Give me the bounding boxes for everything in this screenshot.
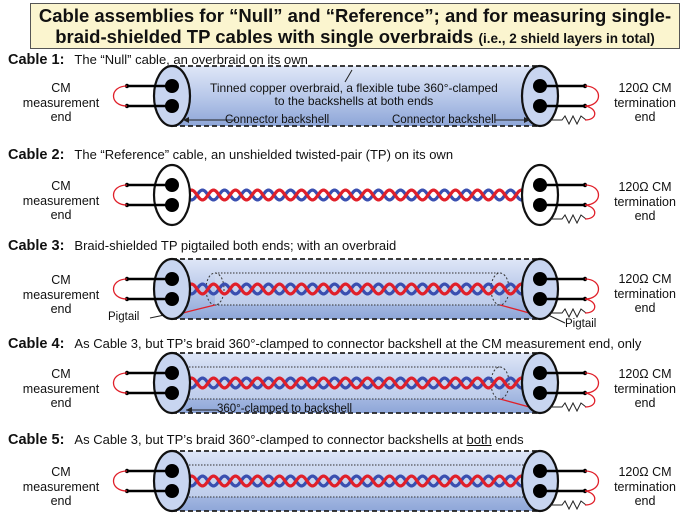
cable-1-left-connector-backshell xyxy=(152,64,192,128)
title-line-2-main: braid-shielded TP cables with single ove… xyxy=(55,26,474,47)
cable-1-resistor-wire xyxy=(584,105,596,121)
cable-5-description: As Cable 3, but TP’s braid 360°-clamped … xyxy=(74,432,467,447)
cable-3-right-connector-backshell xyxy=(520,257,560,321)
cable-2-left-end: CM measurement end xyxy=(22,179,100,222)
cable-3-left-shorting-loop xyxy=(112,278,128,300)
cable-3-right-shorting-loop xyxy=(584,278,600,300)
cable-4-twisted-pair-red xyxy=(184,376,528,390)
cable-3-inner-braid-left-end xyxy=(205,272,225,306)
cable-3-label: Cable 3: Braid-shielded TP pigtailed both… xyxy=(8,238,396,254)
cable-4-resistor-wire xyxy=(584,392,596,408)
cable-1-number: Cable 1: xyxy=(8,52,65,68)
overbraid-annotation: Tinned copper overbraid, a flexible tube… xyxy=(210,82,498,108)
cable-3-resistor-wire xyxy=(584,298,596,314)
cable-3-left-connector-backshell xyxy=(152,257,192,321)
cable-5-right-connector-backshell xyxy=(520,449,560,513)
cable-5-inner-braid-shield xyxy=(180,465,532,497)
cable-4-right-connector-backshell xyxy=(520,351,560,415)
cable-5-twisted-pair-blue xyxy=(184,474,528,488)
cable-3-inner-braid-right-end xyxy=(490,272,510,306)
clamped-arrowhead xyxy=(186,407,192,413)
cable-2-label: Cable 2: The “Reference” cable, an unshie… xyxy=(8,147,453,163)
cable-4-left-connector-backshell xyxy=(152,351,192,415)
backshell-left-arrowhead xyxy=(183,117,189,123)
cable-2-description: The “Reference” cable, an unshielded twi… xyxy=(74,147,454,162)
cable-4-label: Cable 4: As Cable 3, but TP’s braid 360°-… xyxy=(8,336,641,352)
cable-5-label: Cable 5: As Cable 3, but TP’s braid 360°-… xyxy=(8,432,524,448)
cable-3-description: Braid-shielded TP pigtailed both ends; w… xyxy=(74,238,397,253)
cable-1-right-end: 120Ω CM termination end xyxy=(614,81,676,124)
cable-4-twisted-pair-blue xyxy=(184,376,528,390)
cable-1-right-shorting-loop xyxy=(584,85,600,107)
cable-1-description: The “Null” cable, an overbraid on its ow… xyxy=(74,52,308,67)
cable-2-right-shorting-loop xyxy=(584,184,600,206)
cable-3-twisted-pair-blue xyxy=(184,282,528,296)
cable-2-resistor-wire xyxy=(584,204,596,220)
pigtail-right-annotation: Pigtail xyxy=(565,318,597,330)
diagram-title: Cable assemblies for “Null” and “Referen… xyxy=(30,3,680,49)
cable-3-right-end: 120Ω CM termination end xyxy=(614,272,676,315)
cable-5-termination-resistor-icon xyxy=(550,499,588,511)
cable-5-left-end: CM measurement end xyxy=(22,465,100,508)
backshell-right-annotation: Connector backshell xyxy=(392,114,497,126)
clamped-annotation: 360°-clamped to backshell xyxy=(217,403,353,415)
overbraid-annotation-line-1: Tinned copper overbraid, a flexible tube… xyxy=(210,81,498,95)
cable-5-right-end: 120Ω CM termination end xyxy=(614,465,676,508)
cable-4-left-end: CM measurement end xyxy=(22,367,100,410)
cable-3-number: Cable 3: xyxy=(8,238,65,254)
cable-1-overbraid-tube xyxy=(172,66,540,126)
cable-1-left-shorting-loop xyxy=(112,85,128,107)
cable-5-description-end: ends xyxy=(491,432,524,447)
cable-4-number: Cable 4: xyxy=(8,336,65,352)
title-line-2: braid-shielded TP cables with single ove… xyxy=(31,26,679,49)
cable-5-twisted-pair-red xyxy=(184,474,528,488)
cable-5-resistor-wire xyxy=(584,490,596,506)
cable-4-left-shorting-loop xyxy=(112,372,128,394)
overbraid-annotation-line-2: to the backshells at both ends xyxy=(274,94,434,108)
cable-4-right-end: 120Ω CM termination end xyxy=(614,367,676,410)
cable-2-left-shorting-loop xyxy=(112,184,128,206)
cable-2-twisted-pair-blue xyxy=(184,188,528,202)
cable-5-number: Cable 5: xyxy=(8,432,65,448)
cable-1-left-end: CM measurement end xyxy=(22,81,100,124)
cable-5-left-shorting-loop xyxy=(112,470,128,492)
cable-5-description-underlined: both xyxy=(466,432,492,447)
cable-2-right-connector-backshell xyxy=(520,163,560,227)
cable-1-right-connector-backshell xyxy=(520,64,560,128)
title-line-1: Cable assemblies for “Null” and “Referen… xyxy=(38,5,672,26)
cable-4-inner-braid-right-end xyxy=(490,366,510,400)
backshell-right-arrowhead xyxy=(524,117,530,123)
cable-2-left-connector-backshell xyxy=(152,163,192,227)
cable-2-twisted-pair-red xyxy=(184,188,528,202)
cable-4-termination-resistor-icon xyxy=(550,401,588,413)
cable-5-right-shorting-loop xyxy=(584,470,600,492)
cable-2-right-end: 120Ω CM termination end xyxy=(614,180,676,223)
cable-3-left-end: CM measurement end xyxy=(22,273,100,316)
cable-1-termination-resistor-icon xyxy=(550,114,588,126)
cable-1-label: Cable 1: The “Null” cable, an overbraid o… xyxy=(8,52,308,68)
cable-4-right-shorting-loop xyxy=(584,372,600,394)
cable-2-number: Cable 2: xyxy=(8,147,65,163)
overbraid-pointer xyxy=(344,69,353,83)
title-line-2-note: (i.e., 2 shield layers in total) xyxy=(478,31,655,46)
cable-3-twisted-pair-red xyxy=(184,282,528,296)
cable-3-termination-resistor-icon xyxy=(550,307,588,319)
cable-5-left-connector-backshell xyxy=(152,449,192,513)
pigtail-left-annotation: Pigtail xyxy=(108,311,140,323)
cable-3-inner-braid-shield xyxy=(215,273,500,305)
cable-2-termination-resistor-icon xyxy=(550,213,588,225)
backshell-left-annotation: Connector backshell xyxy=(225,114,330,126)
cable-4-description: As Cable 3, but TP’s braid 360°-clamped … xyxy=(74,336,642,351)
